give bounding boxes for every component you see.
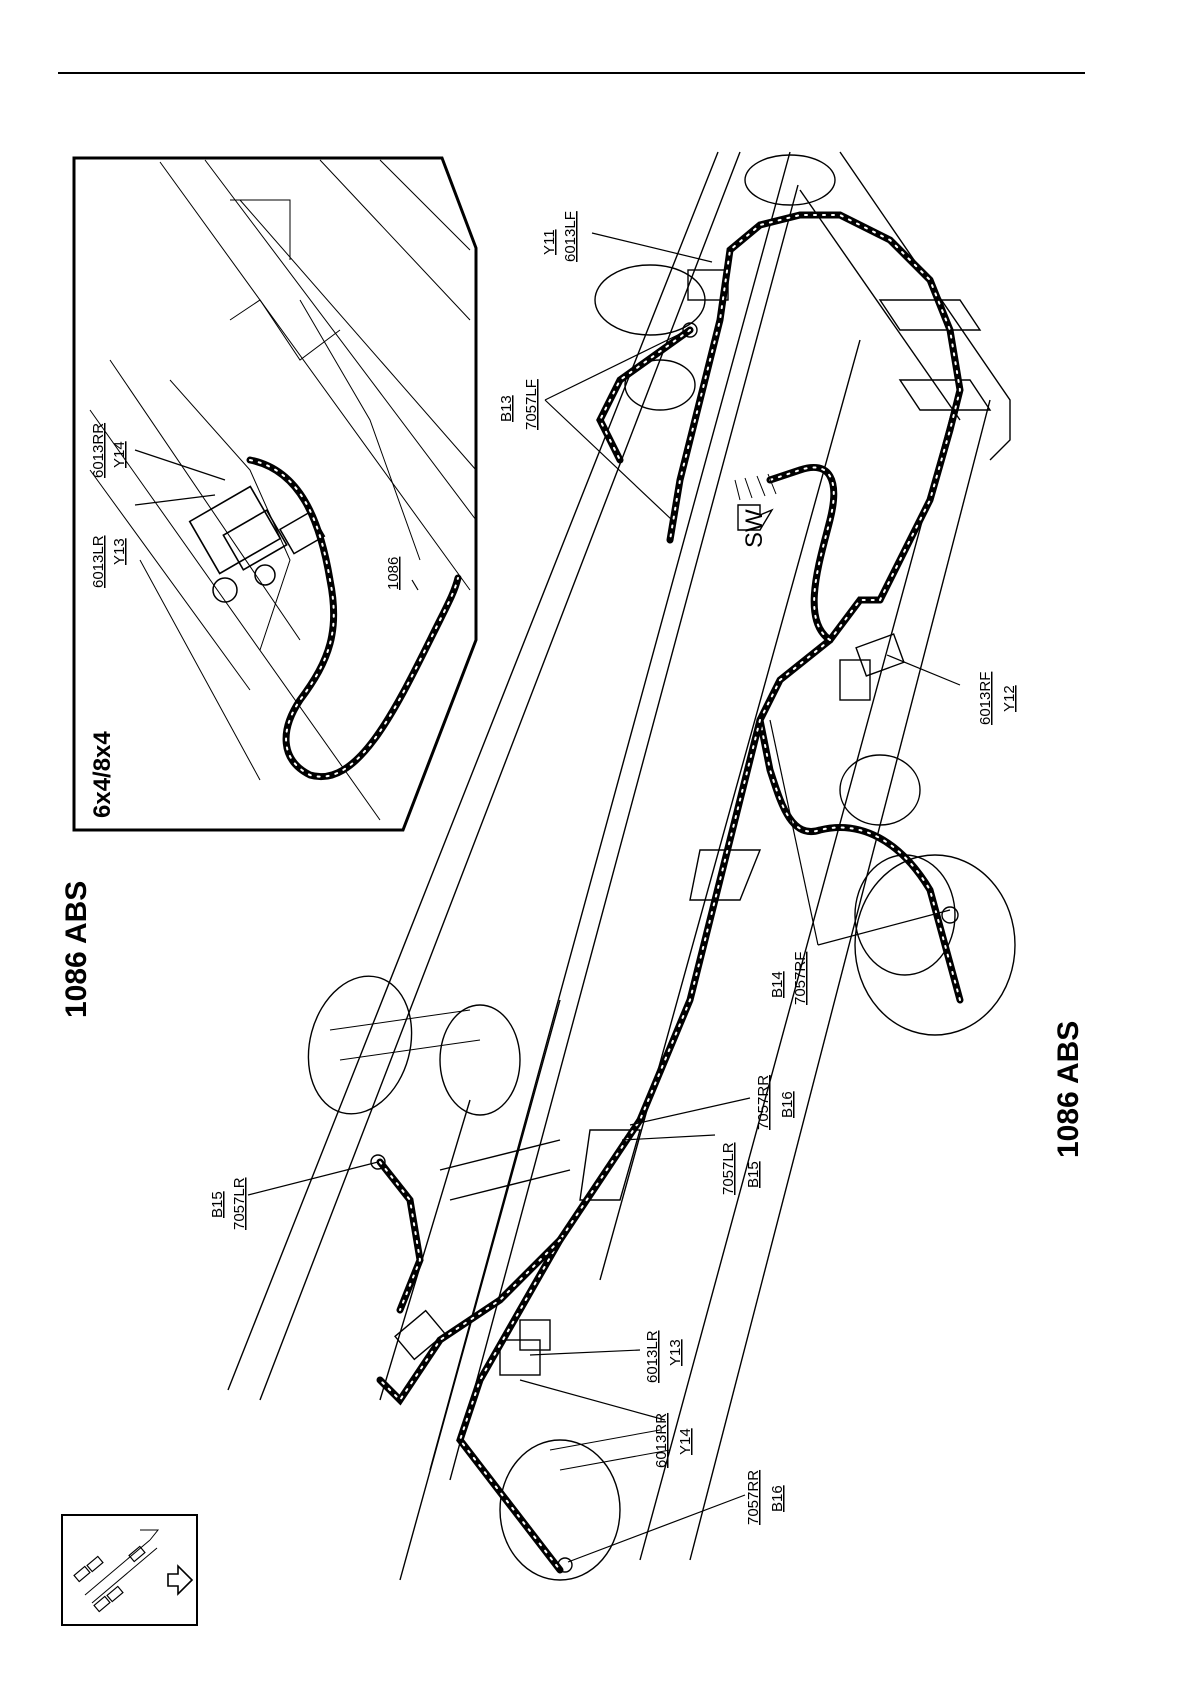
label-inset-y14: Y14 bbox=[111, 441, 128, 468]
label-7057rr-bottom: 7057RR bbox=[745, 1470, 762, 1525]
label-inset-6013lr: 6013LR bbox=[90, 535, 107, 588]
label-b15-mid: B15 bbox=[745, 1161, 762, 1188]
page-title-secondary: 1086 ABS bbox=[1052, 1021, 1085, 1158]
label-6013lr: 6013LR bbox=[644, 1330, 661, 1383]
label-7057rf: 7057RF bbox=[792, 952, 809, 1005]
label-7057lf: 7057LF bbox=[523, 379, 540, 430]
label-b16-bottom: B16 bbox=[769, 1485, 786, 1512]
chassis-frame bbox=[228, 152, 1010, 1580]
page-title: 1086 ABS bbox=[60, 881, 93, 1018]
inset-6x4-8x4: 6x4/8x4 6013LR Y13 6013RR Y14 1086 bbox=[74, 158, 476, 830]
label-inset-1086: 1086 bbox=[385, 557, 402, 590]
direction-arrow-icon bbox=[168, 1566, 192, 1594]
inset-title: 6x4/8x4 bbox=[89, 731, 116, 818]
label-7057lr-mid: 7057LR bbox=[720, 1142, 737, 1195]
label-6013rr: 6013RR bbox=[653, 1413, 670, 1468]
label-y13: Y13 bbox=[667, 1339, 684, 1366]
label-7057rr-top: 7057RR bbox=[755, 1075, 772, 1130]
label-7057lr-left: 7057LR bbox=[231, 1177, 248, 1230]
orientation-box bbox=[62, 1515, 197, 1625]
label-y11: Y11 bbox=[541, 229, 558, 255]
sw-connector: SW bbox=[735, 474, 776, 548]
label-6013rf: 6013RF bbox=[977, 672, 994, 725]
label-6013lf: 6013LF bbox=[562, 211, 579, 262]
label-y12: Y12 bbox=[1001, 685, 1018, 712]
label-b15-left: B15 bbox=[209, 1191, 226, 1218]
label-sw: SW bbox=[741, 509, 768, 548]
components bbox=[371, 270, 958, 1572]
vehicle-orientation-icon bbox=[74, 1530, 158, 1612]
label-b13: B13 bbox=[498, 395, 515, 422]
label-y14: Y14 bbox=[677, 1428, 694, 1455]
label-b16-top: B16 bbox=[779, 1091, 796, 1118]
label-b14: B14 bbox=[769, 971, 786, 998]
component-labels: Y11 6013LF B13 7057LF 6013RF Y12 B14 705… bbox=[209, 211, 1018, 1525]
label-inset-y13: Y13 bbox=[111, 538, 128, 565]
label-inset-6013rr: 6013RR bbox=[90, 423, 107, 478]
